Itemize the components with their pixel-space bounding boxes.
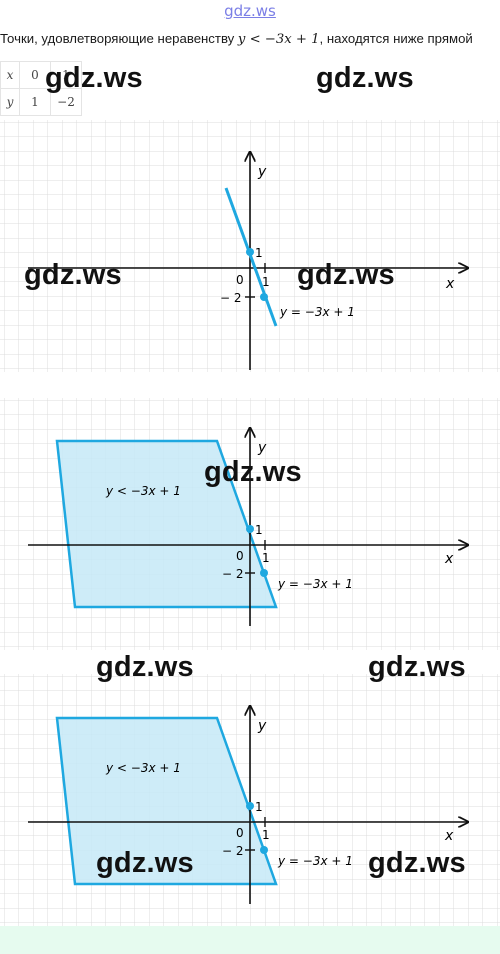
table-cell: 0 [19, 61, 51, 89]
table-cell: 1 [50, 61, 82, 89]
statement-text-after: , находятся ниже прямой [319, 31, 473, 46]
watermark: gdz.ws [96, 651, 194, 683]
solution-region [55, 439, 278, 609]
x-tick-label: 1 [262, 828, 270, 842]
watermark: gdz.ws [297, 259, 395, 291]
y-tick-label: 1 [255, 246, 263, 260]
table-head-x: x [0, 61, 20, 89]
y-neg-tick-label: − 2 [220, 291, 242, 305]
y-tick-label: 1 [255, 800, 263, 814]
point-0-1 [246, 802, 254, 810]
y-neg-tick-label: − 2 [222, 567, 244, 581]
solution-region [55, 716, 278, 886]
footer-strip [0, 926, 500, 954]
watermark: gdz.ws [24, 259, 122, 291]
graph-region-1: y x 0 1 1 − 2 y = −3x + 1 y < −3x + 1 [0, 398, 500, 650]
origin-label: 0 [236, 273, 244, 287]
x-tick-label: 1 [262, 275, 270, 289]
value-table: x 0 1 y 1 −2 [0, 61, 82, 116]
statement-inequality: y < −3x + 1 [237, 32, 320, 47]
x-axis-label: x [445, 276, 455, 292]
y-tick-label: 1 [255, 523, 263, 537]
watermark: gdz.ws [45, 62, 143, 94]
y-axis-label: y [257, 164, 267, 180]
point-1-neg2 [260, 846, 268, 854]
y-axis-label: y [257, 718, 267, 734]
watermark: gdz.ws [368, 847, 466, 879]
graph-region-2: y x 0 1 1 − 2 y = −3x + 1 y < −3x + 1 [0, 674, 500, 926]
graph-line: y x 0 1 1 − 2 y = −3x + 1 [0, 120, 500, 372]
x-axis-label: x [444, 551, 454, 567]
y-neg-tick-label: − 2 [222, 844, 244, 858]
watermark: gdz.ws [204, 456, 302, 488]
point-0-1 [246, 525, 254, 533]
line-equation-label: y = −3x + 1 [277, 577, 353, 591]
line-equation-label: y = −3x + 1 [277, 854, 353, 868]
point-0-1 [246, 248, 254, 256]
region-inequality-label: y < −3x + 1 [105, 761, 181, 775]
watermark: gdz.ws [96, 847, 194, 879]
watermark: gdz.ws [316, 62, 414, 94]
table-head-y: y [0, 88, 20, 116]
y-axis-label: y [257, 440, 267, 456]
problem-statement: Точки, удовлетворяющие неравенству y < −… [0, 31, 500, 47]
point-1-neg2 [260, 293, 268, 301]
site-link[interactable]: gdz.ws [224, 2, 276, 20]
point-1-neg2 [260, 569, 268, 577]
origin-label: 0 [236, 549, 244, 563]
statement-text-before: Точки, удовлетворяющие неравенству [0, 31, 238, 46]
graph-line-path [224, 187, 278, 327]
origin-label: 0 [236, 826, 244, 840]
line-equation-label: y = −3x + 1 [279, 305, 355, 319]
x-axis-label: x [444, 828, 454, 844]
region-inequality-label: y < −3x + 1 [105, 484, 181, 498]
x-tick-label: 1 [262, 551, 270, 565]
watermark: gdz.ws [368, 651, 466, 683]
table-row-y: y 1 −2 [0, 88, 82, 116]
table-row-x: x 0 1 [0, 61, 82, 89]
table-cell: −2 [50, 88, 82, 116]
